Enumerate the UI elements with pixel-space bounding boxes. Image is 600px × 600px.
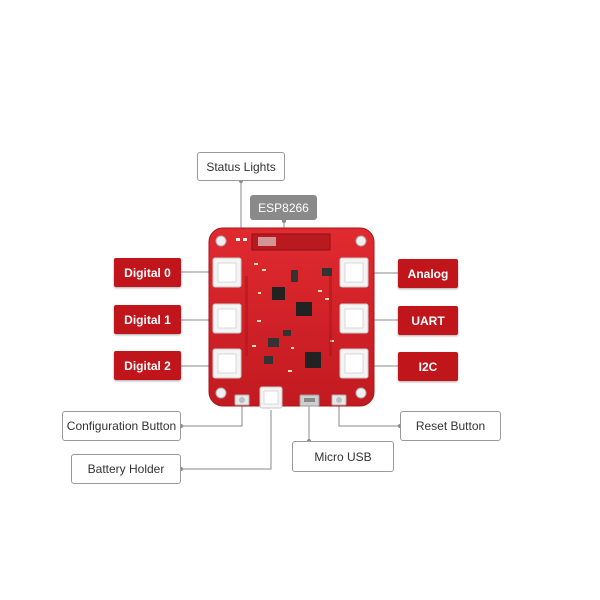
grove-connector-analog — [339, 257, 369, 288]
chip — [305, 352, 321, 368]
wio-board — [208, 227, 375, 409]
label-digital-2: Digital 2 — [114, 351, 181, 380]
grove-connector-i2c — [339, 348, 369, 379]
grove-connector-digital-1 — [212, 303, 242, 334]
battery-holder-part — [259, 386, 283, 409]
status-light — [236, 238, 240, 241]
mount-hole — [215, 387, 227, 399]
label-i2c: I2C — [398, 352, 458, 381]
label-esp8266: ESP8266 — [250, 195, 317, 220]
label-status-lights: Status Lights — [197, 152, 285, 181]
label-reset-button: Reset Button — [400, 411, 501, 441]
leader-battery-holder — [181, 410, 272, 470]
status-light — [243, 238, 247, 241]
micro-usb-part — [299, 394, 320, 407]
chip — [296, 302, 312, 316]
mount-hole — [355, 235, 367, 247]
configuration-button-part — [234, 394, 250, 406]
chip — [283, 330, 291, 336]
grove-connector-digital-2 — [212, 348, 242, 379]
mount-hole — [215, 235, 227, 247]
leader-lines — [181, 181, 400, 470]
grove-connector-uart — [339, 303, 369, 334]
leader-configuration-button — [181, 403, 243, 427]
leader-reset-button — [338, 403, 400, 427]
label-digital-1: Digital 1 — [114, 305, 181, 334]
chip — [268, 338, 279, 347]
chip — [272, 287, 285, 300]
reset-button-part — [331, 394, 347, 406]
label-digital-0: Digital 0 — [114, 258, 181, 287]
chip — [322, 268, 332, 276]
label-micro-usb: Micro USB — [292, 441, 394, 472]
label-configuration-button: Configuration Button — [62, 411, 181, 441]
mount-hole — [355, 387, 367, 399]
label-battery-holder: Battery Holder — [71, 454, 181, 484]
label-uart: UART — [398, 306, 458, 335]
label-analog: Analog — [398, 259, 458, 288]
chip — [264, 356, 273, 364]
chip — [291, 270, 298, 282]
grove-connector-digital-0 — [212, 257, 242, 288]
